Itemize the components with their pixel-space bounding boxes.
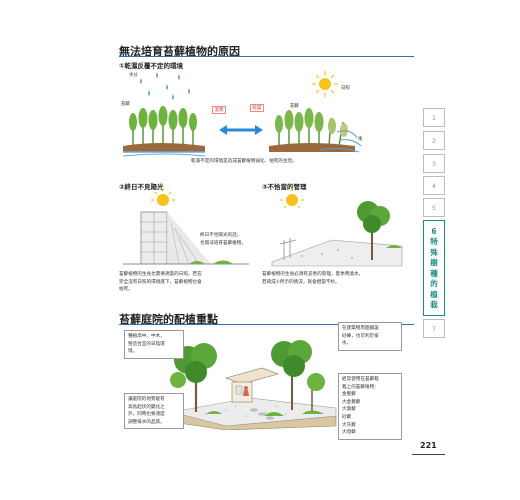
moss-garden-illustration xyxy=(170,340,337,430)
note-line: 水。 xyxy=(342,341,352,347)
label-moss-left: 苔蘚 xyxy=(121,102,130,107)
item2-text: 苔蘚植物的生長也需要適當的日照，若在 完全沒有日照的環境底下，苔蘚植物也會 枯死… xyxy=(119,271,259,294)
chapter-tab-3[interactable]: 3 xyxy=(423,154,445,173)
chapter-tab-1[interactable]: 1 xyxy=(423,108,445,127)
wet-dry-illustration xyxy=(122,71,362,157)
note-around-building: 在建築物周圍鋪設 砂礫，也可利於排 水。 xyxy=(338,322,402,351)
note-moss-species: 經常使用在苔蘚栽 栽上的苔蘚植物： 金髮蘚 大金髮蘚 大葉蘚 砂蘚 大灰蘚 大燈… xyxy=(338,373,402,440)
note-terrain: 讓庭院的地勢能有 高低起伏的變化之 外，同時也要適度 調整排水的品質。 xyxy=(124,393,184,430)
text-line: 苔蘚植物的生長必須有妥善的管理，夏季時澆水， xyxy=(262,272,364,277)
note-line: 營造合宜的日陰環 xyxy=(128,341,165,347)
text-line: 苔蘚植物的生長也需要適當的日照，若在 xyxy=(119,272,202,277)
note-tree-planting: 種植高中、中木， 營造合宜的日陰環 境。 xyxy=(124,330,184,359)
note-line: 砂礫，也可利於排 xyxy=(342,333,379,339)
note-line: 金髮蘚 xyxy=(342,392,356,398)
label-water: 水分 xyxy=(129,73,138,78)
chapter-tab-2[interactable]: 2 xyxy=(423,131,445,150)
state-dry-tag: 乾燥 xyxy=(250,104,264,112)
item1-title: ①乾濕反覆不定的環境 xyxy=(119,62,184,70)
no-sun-illustration xyxy=(123,188,249,265)
active-tab-char: 殊 xyxy=(430,247,438,257)
active-tab-char: 種 xyxy=(430,268,438,278)
active-tab-number: 6 xyxy=(431,227,437,236)
active-tab-char: 樹 xyxy=(430,258,438,267)
note-line: 在建築物周圍鋪設 xyxy=(342,326,379,331)
no-sun-callout: 終日不見陽光的話， 也無法培育苔蘚植物。 xyxy=(200,232,246,248)
page-number-rule xyxy=(412,454,445,455)
section2-rule xyxy=(119,324,414,325)
note-line: 境。 xyxy=(128,349,138,355)
active-tab-char: 的 xyxy=(430,279,438,288)
chapter-tab-5[interactable]: 5 xyxy=(423,198,445,217)
note-line: 大葉蘚 xyxy=(342,407,356,413)
section2-title: 苔蘚庭院的配植重點 xyxy=(119,313,218,326)
note-line: 種植高中、中木， xyxy=(128,334,165,339)
poor-management-illustration xyxy=(271,188,403,267)
note-line: 讓庭院的地勢能有 xyxy=(128,397,165,402)
section1-rule xyxy=(119,56,414,57)
text-line: 完全沒有日照的環境底下，苔蘚植物也會 xyxy=(119,279,202,285)
callout-line: 終日不見陽光的話， xyxy=(200,233,242,238)
note-line: 栽上的苔蘚植物： xyxy=(342,384,379,390)
page-number: 221 xyxy=(420,441,437,450)
note-line: 高低起伏的變化之 xyxy=(128,404,165,410)
note-line: 經常使用在苔蘚栽 xyxy=(342,377,379,382)
label-moss-right: 苔蘚 xyxy=(290,104,299,109)
note-line: 外，同時也要適度 xyxy=(128,412,165,418)
chapter-tab-4[interactable]: 4 xyxy=(423,176,445,195)
active-tab-char: 植 xyxy=(430,289,438,299)
state-wet-tag: 溫潤 xyxy=(212,106,226,114)
item2-title: ②終日不見陽光 xyxy=(119,183,164,191)
chapter-tab-7[interactable]: 7 xyxy=(423,319,445,338)
label-wind: 風 xyxy=(358,137,363,142)
active-tab-char: 栽 xyxy=(430,300,438,309)
callout-line: 也無法培育苔蘚植物。 xyxy=(200,240,246,246)
item3-text: 苔蘚植物的生長必須有妥善的管理，夏季時澆水， 若疏成①所示的情況，就會相當不妙。 xyxy=(262,271,417,286)
note-line: 調整排水的品質。 xyxy=(128,419,165,425)
label-sun: 日照 xyxy=(341,86,350,91)
chapter-tab-6-active[interactable]: 6 特 殊 樹 種 的 植 栽 xyxy=(423,220,445,316)
note-line: 砂蘚 xyxy=(342,414,352,420)
note-line: 大灰蘚 xyxy=(342,422,356,428)
section1-title: 無法培育苔蘚植物的原因 xyxy=(119,45,240,58)
text-line: 若疏成①所示的情況，就會相當不妙。 xyxy=(262,279,340,285)
active-tab-char: 特 xyxy=(430,237,438,246)
text-line: 枯死。 xyxy=(119,287,133,293)
item3-title: ③不恰當的管理 xyxy=(262,183,307,191)
note-line: 大燈蘚 xyxy=(342,430,356,436)
item1-caption: 乾濕不定的環境是造成苔蘚植物弱化、枯死的主因。 xyxy=(191,159,297,164)
note-line: 大金髮蘚 xyxy=(342,399,361,405)
